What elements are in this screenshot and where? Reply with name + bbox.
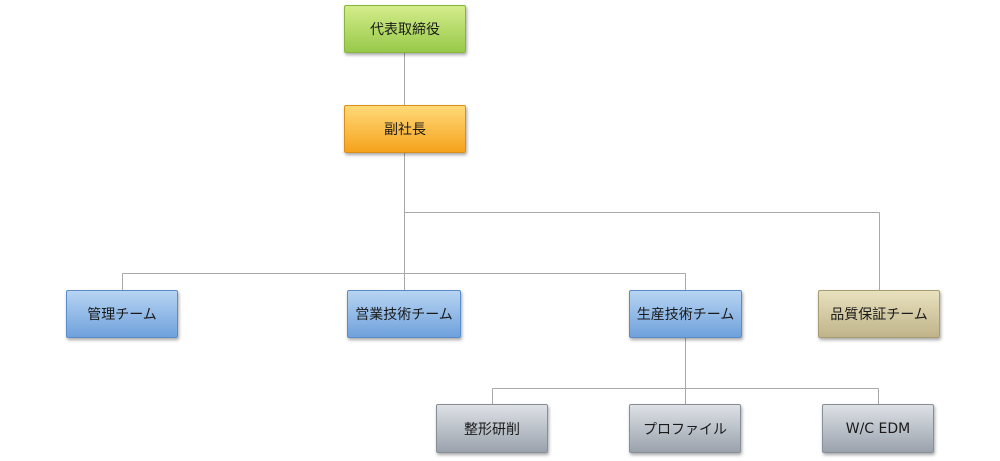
node-quality-assurance-team-label: 品質保証チーム xyxy=(830,307,928,323)
node-forming-grinding: 整形研削 xyxy=(436,404,548,453)
node-production-engineering-team-label: 生産技術チーム xyxy=(636,307,735,323)
node-sales-engineering-team: 営業技術チーム xyxy=(347,290,461,338)
node-wc-edm: W/C EDM xyxy=(822,404,934,453)
node-profile-label: プロファイル xyxy=(643,421,727,438)
node-production-engineering-team: 生産技術チーム xyxy=(629,290,742,338)
node-vice-president: 副社長 xyxy=(344,105,466,153)
node-vice-president-label: 副社長 xyxy=(384,122,426,138)
node-ceo-label: 代表取締役 xyxy=(370,22,440,38)
node-ceo: 代表取締役 xyxy=(344,5,466,53)
node-admin-team: 管理チーム xyxy=(66,290,178,338)
node-sales-engineering-team-label: 営業技術チーム xyxy=(355,307,453,323)
node-forming-grinding-label: 整形研削 xyxy=(464,421,520,438)
node-admin-team-label: 管理チーム xyxy=(87,307,157,323)
node-quality-assurance-team: 品質保証チーム xyxy=(818,290,940,338)
node-profile: プロファイル xyxy=(629,404,741,453)
node-wc-edm-label: W/C EDM xyxy=(845,420,911,437)
